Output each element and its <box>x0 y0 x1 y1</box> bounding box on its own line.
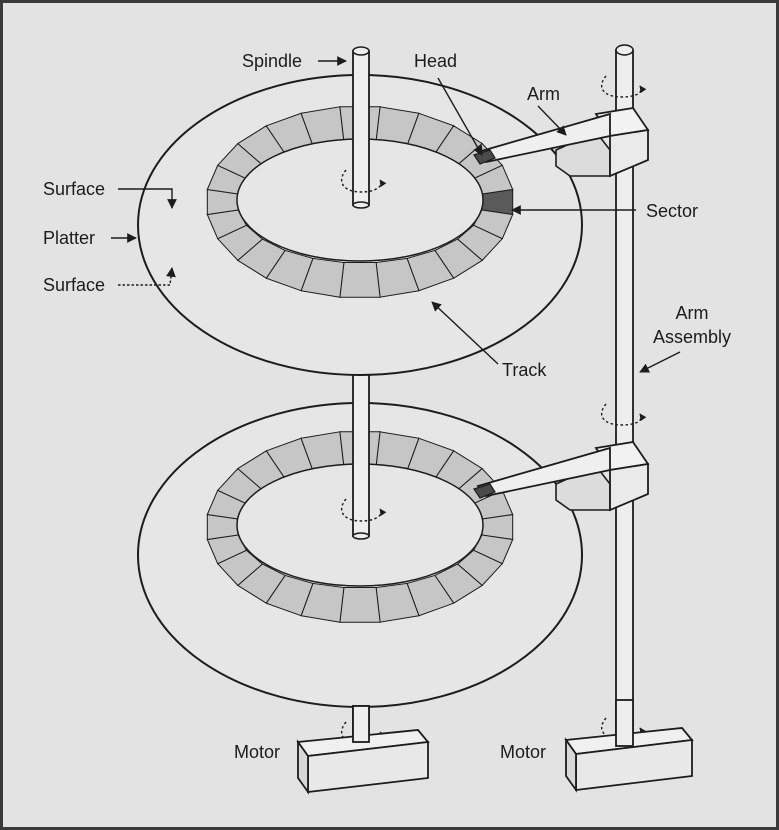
label-sector: Sector <box>646 201 699 221</box>
arrow-surface-top <box>118 188 177 209</box>
spindle-middle <box>352 373 370 537</box>
arrow-arm <box>537 105 567 136</box>
spindle-upper-base <box>352 201 370 209</box>
column-rotation-middle <box>601 403 647 426</box>
spindle-lower-top <box>352 532 370 540</box>
motor-right-side <box>565 737 577 793</box>
label-motor-right: Motor <box>500 742 547 762</box>
column-motor-stub <box>615 699 634 747</box>
label-surface-top: Surface <box>43 179 106 199</box>
spindle-top <box>352 50 370 206</box>
arrow-head <box>437 77 483 156</box>
label-arm: Arm <box>527 84 560 104</box>
spindle-rotation-top <box>341 169 387 193</box>
platter-upper <box>137 74 583 376</box>
spindle-top-cap <box>352 46 370 56</box>
arrow-arm-assembly <box>639 351 681 373</box>
motor-right-block <box>564 727 694 793</box>
spindle-motor-stub <box>352 705 370 743</box>
track-upper <box>206 106 514 298</box>
head-lower <box>473 483 496 499</box>
track-lower <box>206 431 514 623</box>
spindle-rotation-lower <box>341 498 387 522</box>
label-arm-assembly-line1: Arm <box>675 303 709 323</box>
arrow-track <box>431 301 499 365</box>
column-rotation-top <box>601 75 647 98</box>
label-surface-bottom: Surface <box>43 275 106 295</box>
track-segment <box>339 262 381 298</box>
arrow-surface-bottom <box>118 267 176 286</box>
motor-left-side <box>297 739 309 795</box>
arm-lower-block-front <box>609 462 649 512</box>
label-spindle: Spindle <box>242 51 303 71</box>
label-arm-assembly-line2: Assembly <box>652 327 732 347</box>
arm-upper-block-front <box>609 128 649 178</box>
label-platter: Platter <box>43 228 96 248</box>
motor-left-block <box>296 729 430 795</box>
arm-assembly-cap <box>615 44 634 56</box>
label-head: Head <box>414 51 458 71</box>
track-segment <box>339 587 381 623</box>
arm-upper <box>473 107 650 178</box>
label-track: Track <box>502 360 547 380</box>
platter-lower <box>137 402 583 708</box>
label-motor-left: Motor <box>234 742 281 762</box>
arm-lower <box>473 441 650 512</box>
